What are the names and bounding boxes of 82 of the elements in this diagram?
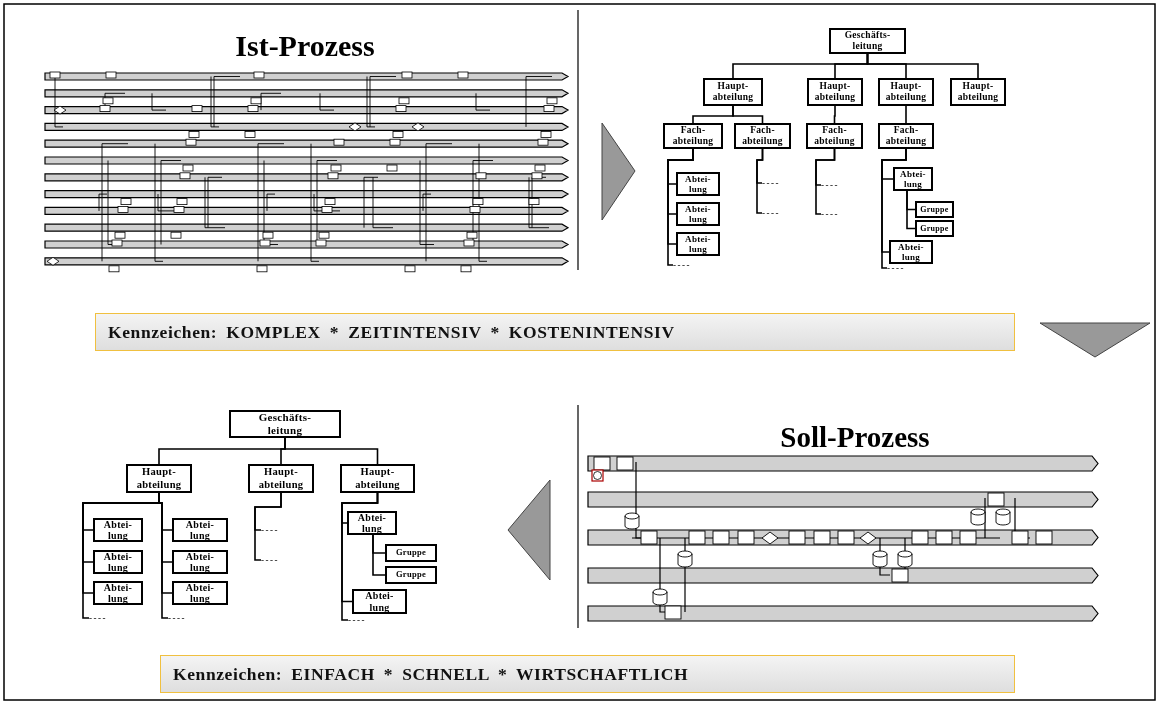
box-label: Kennzeichen: KOMPLEX * ZEITINTENSIV * KOSTENINTENSIV (108, 321, 675, 343)
org-chart-box (93, 518, 143, 542)
connector-line (667, 148, 694, 266)
section-title: Soll-Prozess (780, 422, 930, 452)
org-chart-box (347, 511, 397, 535)
connector-line (905, 105, 907, 124)
org-chart-box (676, 172, 720, 196)
continuation-dashes: ---- (168, 613, 192, 623)
continuation-dashes: ---- (821, 180, 845, 190)
org-chart-box (385, 566, 437, 584)
org-chart-box (915, 220, 954, 237)
org-chart-box (93, 581, 143, 605)
connector-line (866, 53, 979, 79)
continuation-dashes: ---- (887, 263, 911, 273)
box-label: Gruppe (395, 548, 427, 558)
org-chart-box (676, 202, 720, 226)
box-label: Haupt- abteilung (712, 81, 754, 103)
summary-banner (95, 313, 1015, 351)
connector-line (756, 148, 764, 214)
box-label: Fach- abteilung (814, 125, 855, 147)
section-title: Ist-Prozess (235, 31, 375, 61)
org-chart-box (806, 123, 863, 149)
box-label: Abtei- lung (685, 173, 711, 195)
box-label: Haupt- abteilung (136, 466, 182, 491)
box-label: Geschäfts- leitung (258, 411, 312, 437)
box-label: Kennzeichen: EINFACH * SCHNELL * WIRTSCHAFTLICH (173, 663, 689, 685)
continuation-dashes: ---- (261, 525, 285, 535)
org-chart-box (893, 167, 933, 191)
org-chart-box (950, 78, 1006, 106)
box-label: Haupt- abteilung (957, 81, 999, 103)
box-label: Fach- abteilung (672, 125, 714, 147)
org-chart-box (889, 240, 933, 264)
org-chart-box (915, 201, 954, 218)
org-chart-box (878, 123, 934, 149)
continuation-dashes: ---- (89, 613, 113, 623)
connector-line (158, 492, 169, 619)
org-chart-box (734, 123, 791, 149)
continuation-dashes: ---- (821, 209, 845, 219)
org-chart-box (807, 78, 863, 106)
box-label: Gruppe (395, 570, 427, 580)
box-label: Geschäfts- leitung (844, 30, 891, 52)
box-label: Abtei- lung (685, 203, 711, 225)
org-chart-box (248, 464, 314, 493)
org-chart-box (93, 550, 143, 574)
box-label: Haupt- abteilung (814, 81, 856, 103)
box-label: Fach- abteilung (742, 125, 783, 147)
box-label: Haupt- abteilung (885, 81, 927, 103)
connector-line (284, 437, 379, 465)
org-chart-box (676, 232, 720, 256)
box-label: Abtei- lung (900, 168, 926, 190)
org-chart-box (385, 544, 437, 562)
box-label: Haupt- abteilung (258, 466, 304, 491)
box-label: Gruppe (920, 204, 949, 215)
org-chart-box (829, 28, 906, 54)
box-label: Abtei- lung (365, 590, 394, 613)
box-label: Gruppe (920, 223, 949, 234)
continuation-dashes: ---- (762, 178, 786, 188)
connector-line (815, 148, 836, 215)
org-chart-box (878, 78, 934, 106)
summary-banner (160, 655, 1015, 693)
org-chart-box (703, 78, 763, 106)
connector-line (906, 190, 916, 230)
connector-line (833, 105, 836, 124)
org-chart-box (340, 464, 415, 493)
org-chart-box (172, 581, 228, 605)
org-chart-box (352, 589, 407, 614)
box-label: Fach- abteilung (885, 125, 927, 147)
continuation-dashes: ---- (673, 260, 697, 270)
box-label: Haupt- abteilung (355, 466, 400, 491)
continuation-dashes: ---- (348, 615, 372, 625)
connector-line (732, 105, 764, 124)
org-chart-box (663, 123, 723, 149)
org-chart-box (172, 550, 228, 574)
org-chart-box (126, 464, 192, 493)
continuation-dashes: ---- (762, 208, 786, 218)
continuation-dashes: ---- (261, 555, 285, 565)
org-chart-box (172, 518, 228, 542)
connector-line (254, 492, 282, 561)
connector-line (372, 534, 386, 576)
box-label: Abtei- lung (685, 233, 711, 255)
org-chart-box (229, 410, 341, 438)
box-label: Abtei- lung (898, 241, 924, 263)
